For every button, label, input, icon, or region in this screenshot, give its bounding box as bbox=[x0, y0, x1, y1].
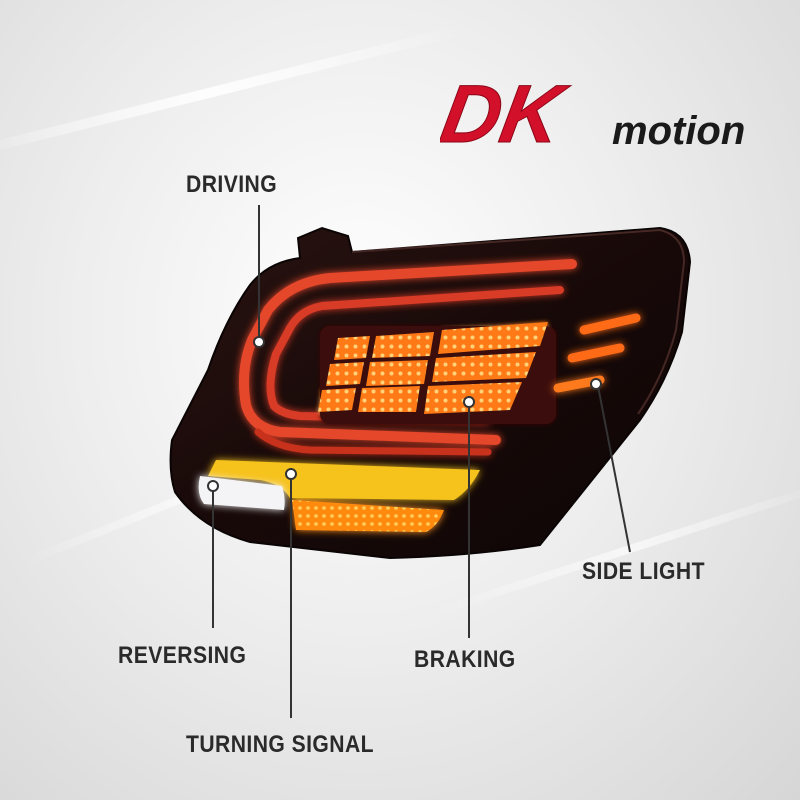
brake-led-cell bbox=[318, 388, 356, 412]
braking-callout-dot bbox=[463, 396, 475, 408]
brake-led-cell bbox=[326, 362, 364, 386]
driving-bar-lower bbox=[254, 428, 492, 456]
side-light-bar bbox=[567, 343, 625, 363]
driving-light-bars bbox=[239, 259, 577, 456]
brake-led-cell bbox=[358, 386, 420, 412]
driving-callout-dot bbox=[253, 336, 265, 348]
driving-label: DRIVING bbox=[186, 171, 278, 198]
turning-signal-label: TURNING SIGNAL bbox=[186, 731, 375, 758]
reversing-callout-dot bbox=[207, 480, 219, 492]
turn-signal-bar bbox=[208, 460, 480, 500]
reversing-label: REVERSING bbox=[118, 642, 247, 669]
turn-signal-lower-bar bbox=[292, 500, 444, 532]
turning-callout-dot bbox=[285, 468, 297, 480]
turning-signal-bars bbox=[208, 460, 480, 532]
brand-logo: DK motion bbox=[440, 72, 745, 160]
brake-led-cell bbox=[334, 336, 370, 360]
brake-led-cell bbox=[366, 360, 428, 386]
braking-label: BRAKING bbox=[414, 646, 516, 673]
side-light-callout-dot bbox=[590, 378, 602, 390]
side-light-label: SIDE LIGHT bbox=[582, 558, 705, 585]
logo-dk-text: DK bbox=[440, 72, 574, 160]
brake-led-cell bbox=[432, 352, 536, 382]
housing-highlight bbox=[351, 228, 686, 415]
braking-led-array bbox=[318, 322, 556, 424]
reversing-light bbox=[198, 476, 285, 510]
driving-bar-top bbox=[239, 259, 577, 445]
reversing-lens bbox=[198, 476, 285, 510]
callout-dots bbox=[207, 336, 602, 492]
side-light-callout-line bbox=[597, 385, 631, 553]
side-light-bar bbox=[579, 313, 641, 335]
logo-motion-text: motion bbox=[612, 109, 745, 153]
brake-led-cell bbox=[372, 332, 434, 358]
brake-led-cell bbox=[438, 322, 548, 354]
callout-lines bbox=[212, 205, 631, 718]
driving-bar-mid bbox=[266, 286, 564, 424]
